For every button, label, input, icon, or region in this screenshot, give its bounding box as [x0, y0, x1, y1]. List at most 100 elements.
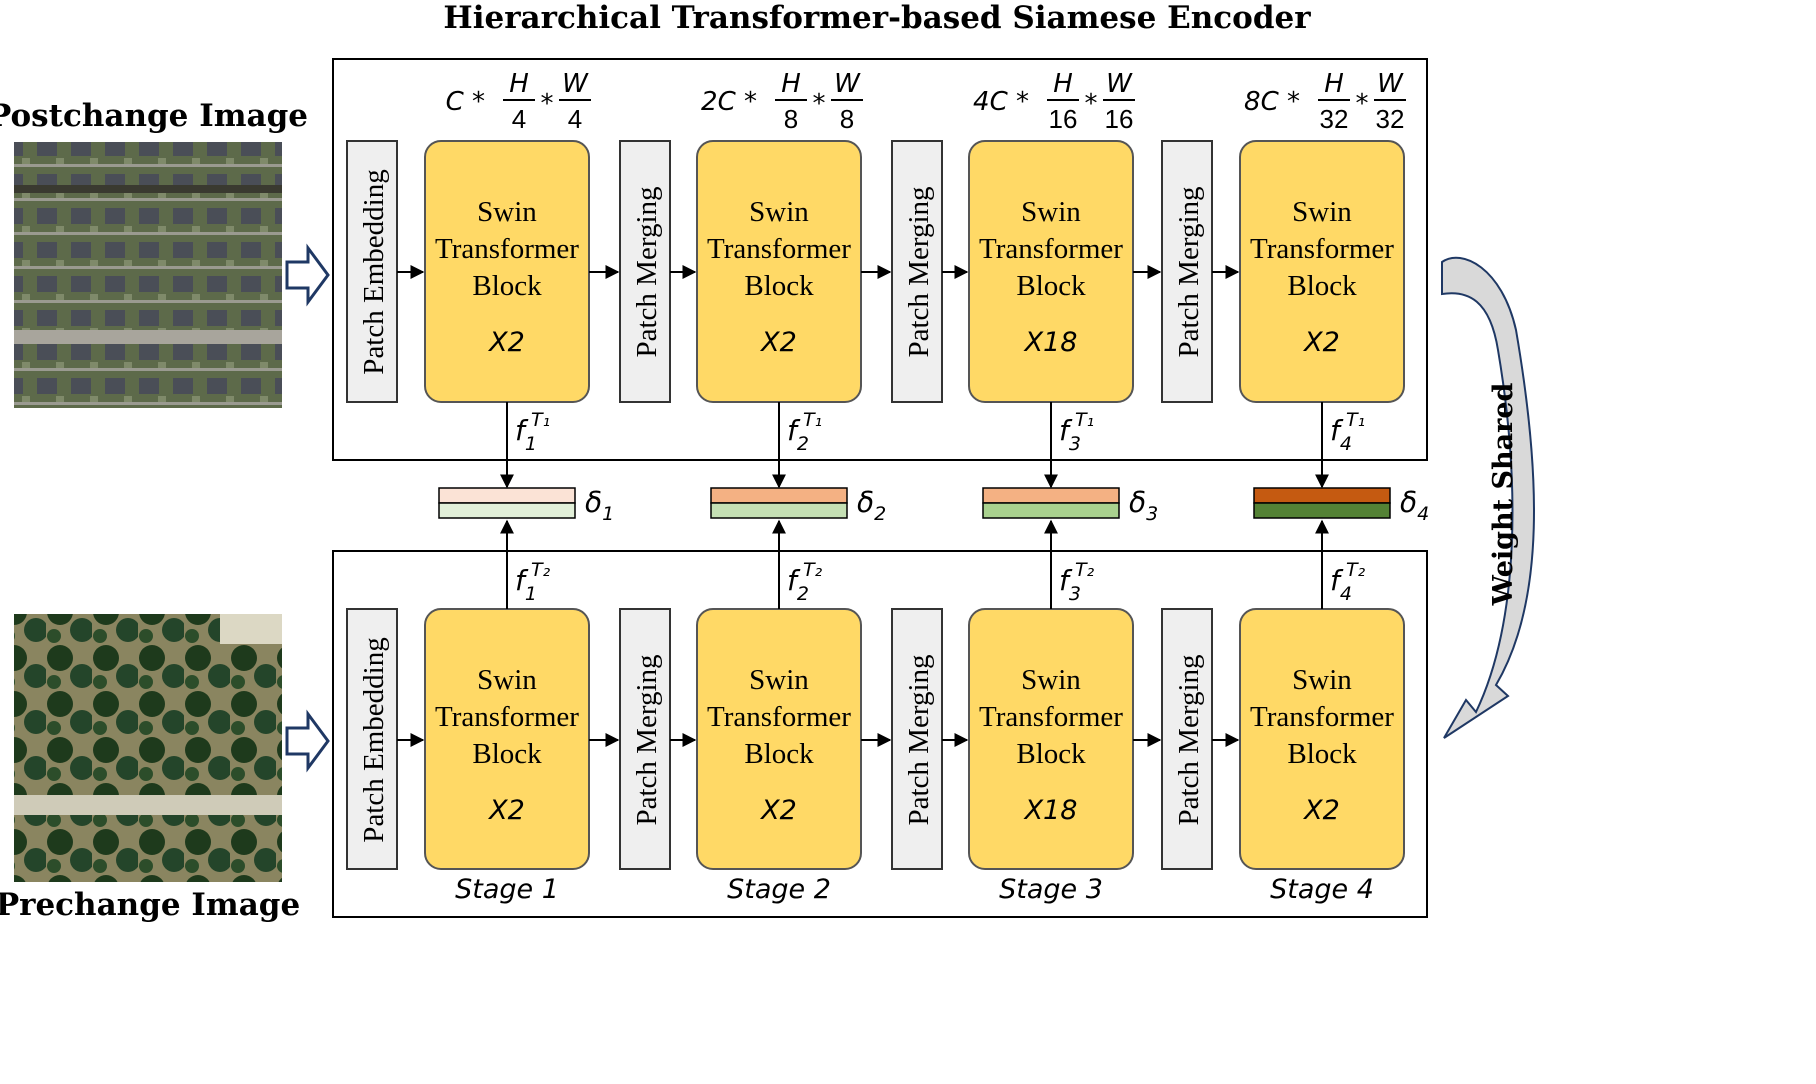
pre-patch-merging-box-1: [619, 608, 671, 870]
pre-patch-merging-label-3: Patch Merging: [1173, 654, 1205, 825]
stage-3-dim-w-den: 16: [1105, 104, 1134, 134]
stage-1-delta-bottom-bar: [438, 502, 576, 519]
stage-2-dim-h: H: [781, 69, 801, 99]
pre-patch-merging-label-1: Patch Merging: [631, 654, 663, 825]
stage-1-dim-h-den: 4: [512, 104, 526, 134]
stage-1-top-feature-label: f1T₁: [515, 409, 550, 455]
post-patch-merging-box-3: [1161, 140, 1213, 403]
post-block-4-line3: Block: [1287, 270, 1357, 302]
pre-block-2-line3: Block: [744, 738, 814, 770]
stage-4-delta-label: δ4: [1400, 486, 1429, 525]
stage-3-top-feature-label: f3T₁: [1059, 409, 1094, 455]
stage-4-dim-w-den: 32: [1376, 104, 1405, 134]
stage-1-dim-prefix: C *: [446, 87, 485, 117]
stage-1-dim-w-den: 4: [568, 104, 582, 134]
pre-block-2-line2: Transformer: [707, 701, 851, 733]
pre-patch-embedding-label: Patch Embedding: [358, 637, 390, 842]
post-patch-merging-label-3: Patch Merging: [1173, 186, 1205, 357]
pre-patch-merging-box-2: [891, 608, 943, 870]
stage-3-dim-prefix: 4C *: [973, 87, 1029, 117]
stage-3-bottom-feature-label: f3T₂: [1059, 559, 1095, 605]
stage-2-dim-prefix: 2C *: [701, 87, 757, 117]
post-block-3-line3: Block: [1016, 270, 1086, 302]
pre-block-4-line3: Block: [1287, 738, 1357, 770]
stage-3-delta-top-bar: [982, 487, 1120, 504]
pre-block-3-repeat: X18: [1023, 795, 1078, 826]
stage-2-dim-w-den: 8: [840, 104, 854, 134]
post-block-2-repeat: X2: [759, 327, 797, 358]
post-block-4-line2: Transformer: [1250, 233, 1394, 265]
pre-block-1-line2: Transformer: [435, 701, 579, 733]
post-block-1-line2: Transformer: [435, 233, 579, 265]
stage-3-dim-w: W: [1106, 69, 1133, 99]
stage-4-delta-top-bar: [1253, 487, 1391, 504]
pre-block-1-repeat: X2: [487, 795, 525, 826]
post-input-arrow: [285, 243, 330, 307]
stage-4-label: Stage 4: [1270, 874, 1374, 905]
stage-3-dim-h-den: 16: [1049, 104, 1078, 134]
stage-2-dim-h-den: 8: [784, 104, 798, 134]
weight-shared-label: Weight Shared: [1488, 382, 1519, 606]
stage-4-dim-w: W: [1377, 69, 1404, 99]
stage-4-delta-bottom-bar: [1253, 502, 1391, 519]
pre-block-2-repeat: X2: [759, 795, 797, 826]
pre-block-3-line3: Block: [1016, 738, 1086, 770]
prechange-image: [14, 614, 282, 882]
stage-2-delta-bottom-bar: [710, 502, 848, 519]
post-patch-merging-box-1: [619, 140, 671, 403]
stage-1-label: Stage 1: [455, 874, 559, 905]
pre-input-arrow: [285, 709, 330, 773]
pre-block-4-repeat: X2: [1302, 795, 1340, 826]
post-block-3-line1: Swin: [1021, 196, 1081, 228]
pre-patch-merging-label-2: Patch Merging: [903, 654, 935, 825]
post-block-1-line3: Block: [472, 270, 542, 302]
postchange-image: [14, 142, 282, 408]
stage-2-bottom-feature-label: f2T₂: [787, 559, 823, 605]
stage-2-label: Stage 2: [727, 874, 831, 905]
stage-1-dim-w: W: [562, 69, 589, 99]
stage-1-bottom-feature-label: f1T₂: [515, 559, 551, 605]
post-block-2-line2: Transformer: [707, 233, 851, 265]
stage-3-dim-h: H: [1053, 69, 1073, 99]
post-block-2-line1: Swin: [749, 196, 809, 228]
stage-3-delta-label: δ3: [1129, 486, 1158, 525]
stage-2-delta-label: δ2: [857, 486, 886, 525]
post-patch-embedding-label: Patch Embedding: [358, 169, 390, 374]
pre-block-1-line3: Block: [472, 738, 542, 770]
post-block-2-line3: Block: [744, 270, 814, 302]
stage-2-dim-times: *: [813, 89, 826, 119]
postchange-image-label: Postchange Image: [0, 98, 308, 134]
stage-4-dim-times: *: [1356, 89, 1369, 119]
stage-1-dim-h: H: [509, 69, 529, 99]
stage-4-top-feature-label: f4T₁: [1330, 409, 1365, 455]
pre-block-4-line2: Transformer: [1250, 701, 1394, 733]
stage-3-dim-times: *: [1085, 89, 1098, 119]
postchange-encoder-frame: [332, 58, 1428, 461]
stage-2-dim-w: W: [834, 69, 861, 99]
pre-patch-merging-box-3: [1161, 608, 1213, 870]
pre-block-2-line1: Swin: [749, 664, 809, 696]
post-block-3-repeat: X18: [1023, 327, 1078, 358]
post-patch-embedding-box: [346, 140, 398, 403]
stage-2-delta-top-bar: [710, 487, 848, 504]
stage-4-dim-prefix: 8C *: [1244, 87, 1300, 117]
stage-4-dim-h-den: 32: [1320, 104, 1349, 134]
post-block-3-line2: Transformer: [979, 233, 1123, 265]
stage-1-delta-top-bar: [438, 487, 576, 504]
stage-3-delta-bottom-bar: [982, 502, 1120, 519]
post-block-4-repeat: X2: [1302, 327, 1340, 358]
post-block-1-line1: Swin: [477, 196, 537, 228]
pre-patch-embedding-box: [346, 608, 398, 870]
prechange-encoder-frame: [332, 550, 1428, 918]
pre-block-3-line1: Swin: [1021, 664, 1081, 696]
pre-block-1-line1: Swin: [477, 664, 537, 696]
post-block-4-line1: Swin: [1292, 196, 1352, 228]
